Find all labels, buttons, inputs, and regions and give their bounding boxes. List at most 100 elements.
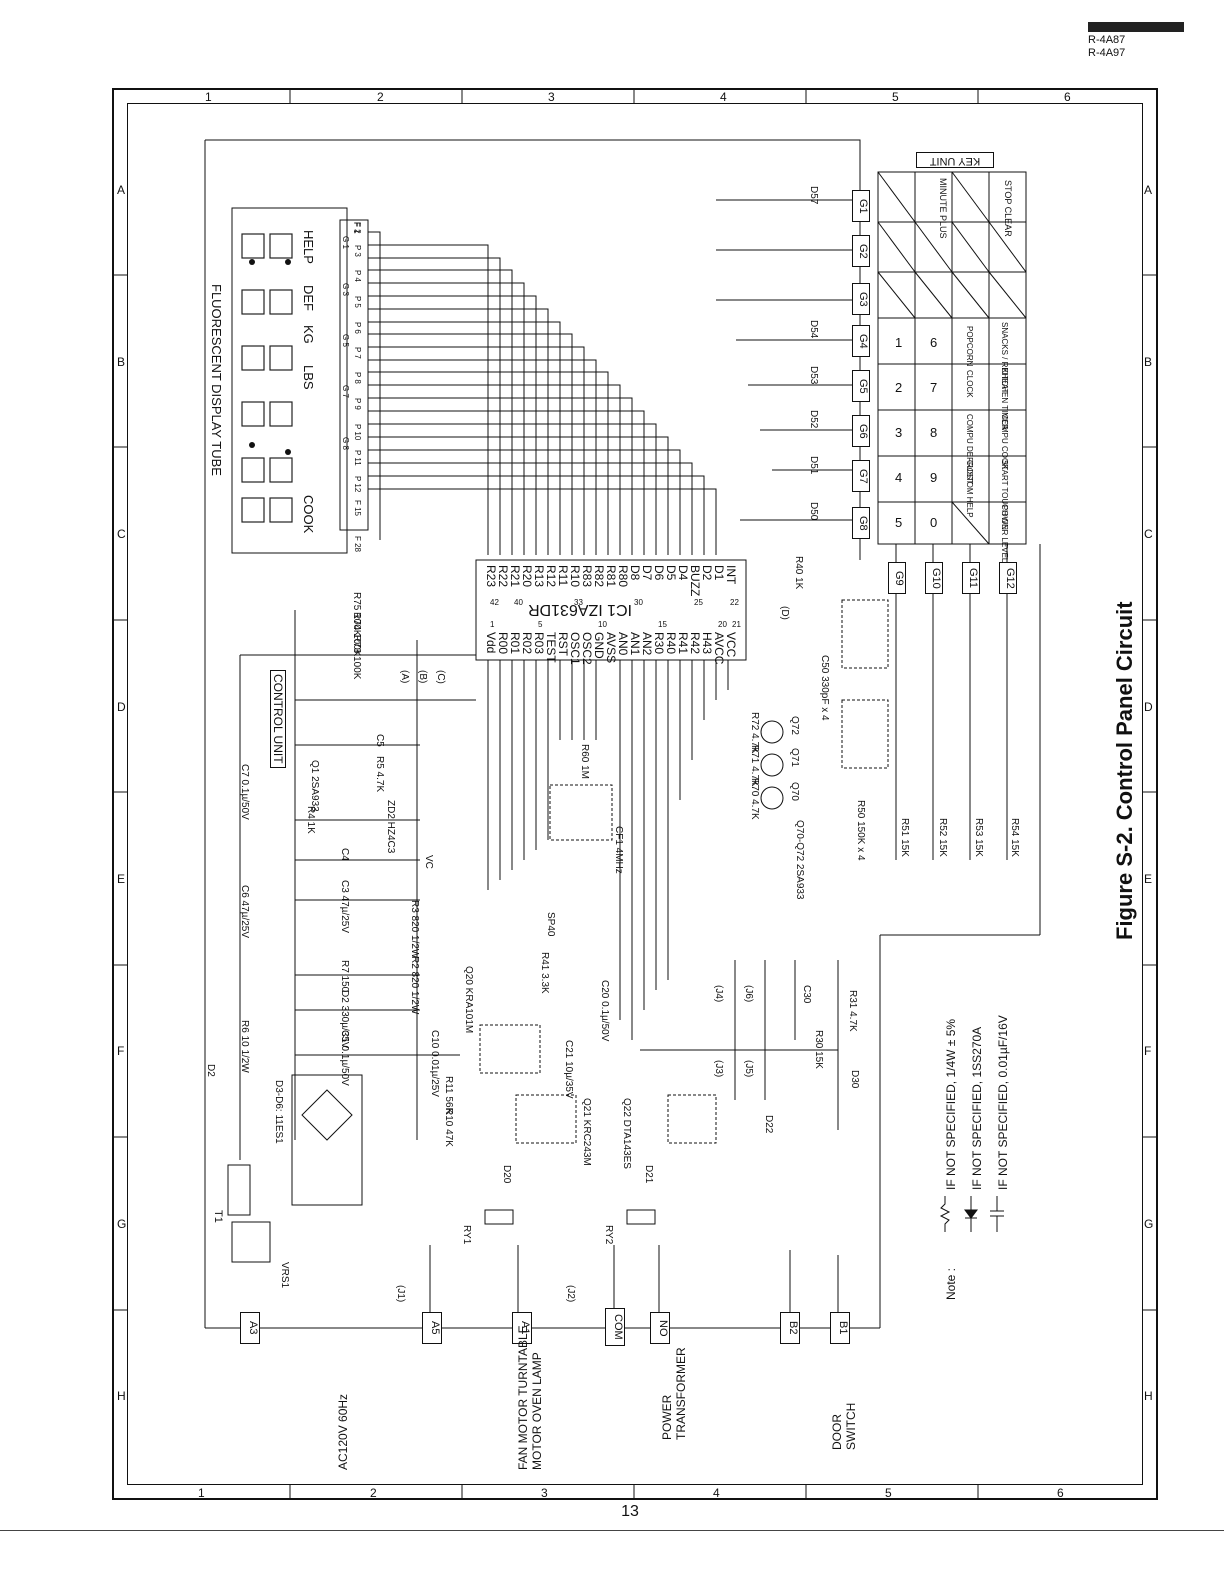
ic1-body — [475, 559, 747, 661]
display-pin: F 28 — [353, 536, 362, 553]
row-letter: C — [1144, 527, 1153, 541]
key-start-touch-on: START TOUCH ON — [1000, 460, 1009, 530]
row-letter: H — [117, 1389, 126, 1403]
q72-transistor — [760, 720, 784, 744]
ac-source-label: AC120V 60Hz — [336, 1393, 350, 1470]
ic-pin-number: 20 — [718, 620, 727, 629]
model-line-2: R-4A97 — [1088, 47, 1126, 59]
row-letter: B — [117, 355, 126, 369]
col-number: 4 — [713, 1486, 720, 1500]
r53-label: R53 15K — [973, 818, 984, 857]
r41-label: R41 3.3K — [539, 952, 550, 994]
indicator-def: DEF — [301, 285, 316, 311]
vc-label: VC — [423, 855, 434, 869]
col-number: 3 — [541, 1486, 548, 1500]
jumper-j4: (J4) — [713, 985, 724, 1003]
ic1-bottom-pins: Vdd R00 R01 R02 R03 TEST RST OSC1 OSC2 G… — [484, 632, 744, 665]
ic-pin: D7 — [640, 565, 654, 581]
key-grid-g9: G9 — [888, 562, 906, 594]
ic-pin-number: 25 — [694, 598, 703, 607]
key-grid-g11: G11 — [962, 562, 980, 594]
ic-pin: GND — [592, 632, 606, 659]
c4-label: C4 — [339, 848, 350, 861]
ic-pin: R23 — [484, 565, 498, 588]
key-grid-g6: G6 — [852, 415, 870, 447]
key-8: 8 — [930, 425, 938, 440]
ic-pin: D1 — [712, 565, 726, 581]
col-number: 1 — [198, 1486, 205, 1500]
col-number: 4 — [720, 90, 727, 104]
q70-q72-label: Q70-Q72 2SA933 — [794, 820, 805, 900]
display-tube-title: FLUORESCENT DISPLAY TUBE — [209, 284, 224, 476]
model-line-1: R-4A87 — [1088, 34, 1126, 46]
key-9: 9 — [930, 470, 938, 485]
col-number: 1 — [205, 90, 212, 104]
ic-pin: R83 — [580, 565, 594, 588]
r73-label: R73 100K — [351, 635, 362, 680]
ic-pin: AN2 — [640, 632, 654, 656]
key-2: 2 — [895, 380, 903, 395]
key-grid-g10: G10 — [925, 562, 943, 594]
diode-d50: D50 — [808, 502, 819, 521]
ic-pin: OSC1 — [568, 632, 582, 665]
ic-pin: D4 — [676, 565, 690, 581]
display-pin: G 3 — [341, 283, 350, 296]
display-tube-outline — [231, 207, 348, 554]
b-label: (B) — [417, 670, 428, 684]
jumper-j5: (J5) — [743, 1060, 754, 1078]
key-custom-help: CUSTOM HELP — [965, 460, 974, 518]
q21-box — [515, 1094, 577, 1144]
col-number: 2 — [370, 1486, 377, 1500]
col-number: 6 — [1064, 90, 1071, 104]
row-letter: F — [117, 1044, 125, 1058]
r54-label: R54 15K — [1009, 818, 1020, 857]
ic-pin: AN1 — [628, 632, 642, 656]
ic-pin: INT — [724, 565, 738, 585]
display-pin: G 8 — [341, 437, 350, 450]
ic-pin-number: 10 — [598, 620, 607, 629]
q22-label: Q22 DTA143ES — [621, 1098, 632, 1169]
sp40-label: SP40 — [545, 912, 556, 937]
terminal-a5: A5 — [422, 1312, 442, 1344]
col-number: 5 — [892, 90, 899, 104]
q70-transistor — [760, 786, 784, 810]
ic-pin: OSC2 — [580, 632, 594, 665]
ic-pin: D8 — [628, 565, 642, 581]
ic-pin: R30 — [652, 632, 666, 655]
d3-d6-label: D3-D6: 11ES1 — [273, 1080, 284, 1144]
key-grid-g1: G1 — [852, 190, 870, 222]
row-letter: H — [1144, 1389, 1153, 1403]
ic-pin: R10 — [568, 565, 582, 588]
r6-label: R6 10 1/2W — [239, 1020, 250, 1073]
r3-label: R3 820 1/2W — [409, 900, 420, 959]
indicator-lbs: LBS — [301, 365, 316, 390]
ic-pin: Vdd — [484, 632, 498, 654]
door-switch-label: DOOR SWITCH — [830, 1402, 858, 1450]
terminal-com: COM — [605, 1308, 625, 1346]
r30-label: R30 15K — [813, 1030, 824, 1069]
r70-label: R70 4.7K — [749, 778, 760, 820]
c6-label: C6 47µ/25V — [239, 885, 250, 939]
vrs1-label: VRS1 — [279, 1262, 290, 1289]
c50-network — [841, 599, 889, 669]
ic-pin: R82 — [592, 565, 606, 588]
q20-box — [479, 1024, 541, 1074]
row-letter: G — [1144, 1217, 1154, 1231]
ic-pin: AN0 — [616, 632, 630, 656]
key-grid-g3: G3 — [852, 283, 870, 315]
key-compu-defrost: COMPU DEFROST — [965, 414, 974, 485]
display-pin: F 15 — [353, 500, 362, 517]
ic-pin-number: 21 — [732, 620, 741, 629]
q71-transistor — [760, 753, 784, 777]
ry2-label: RY2 — [603, 1225, 614, 1245]
key-grid-g12: G12 — [999, 562, 1017, 594]
display-pin: P 11 — [353, 450, 362, 466]
ic-pin: R41 — [676, 632, 690, 655]
display-pin: G 1 — [341, 236, 350, 249]
display-pin: G 5 — [341, 334, 350, 347]
jumper-j3: (J3) — [713, 1060, 724, 1078]
c5-label: C5 — [374, 734, 385, 747]
r31-label: R31 4.7K — [847, 990, 858, 1032]
display-pin: P 9 — [353, 398, 362, 410]
